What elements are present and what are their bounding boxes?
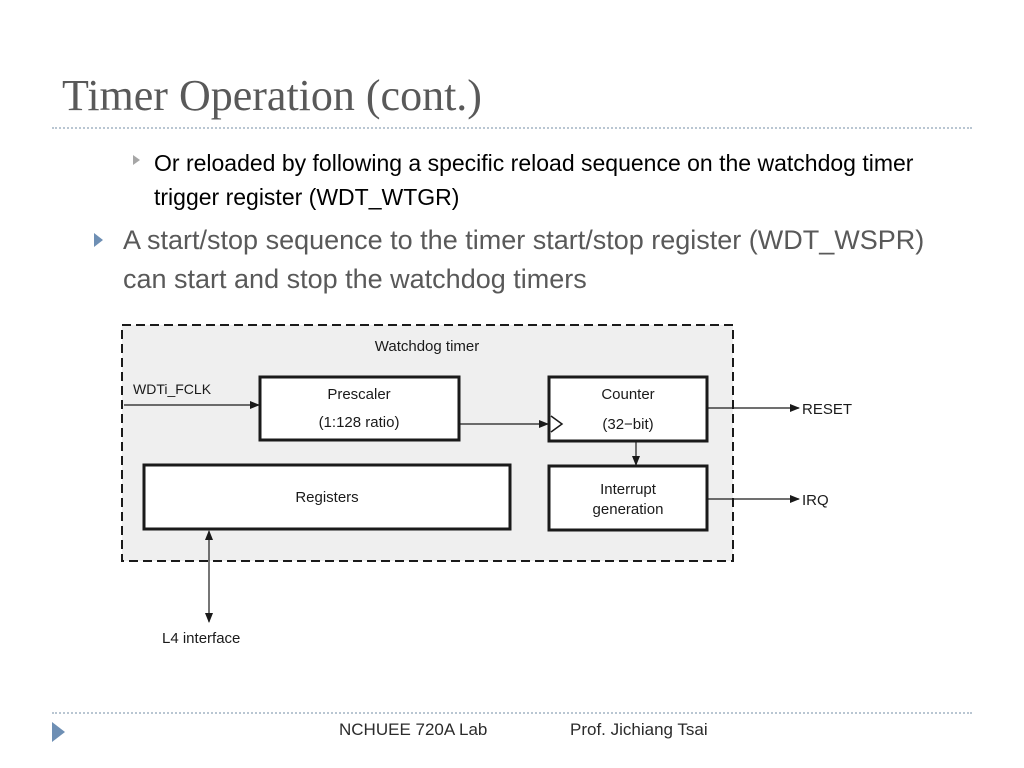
footer-divider [52, 712, 972, 714]
registers-block [142, 463, 512, 531]
registers-label: Registers [295, 489, 358, 506]
clock-input-label: WDTi_FCLK [133, 381, 212, 397]
reset-label: RESET [802, 401, 852, 418]
prescaler-block [258, 375, 461, 442]
sub-bullet-text: Or reloaded by following a specific relo… [154, 150, 914, 210]
bullet-arrow-icon [133, 155, 140, 165]
watchdog-label: Watchdog timer [375, 338, 479, 355]
interrupt-block [547, 464, 709, 532]
footer-arrow-icon [52, 722, 65, 742]
sub-bullet: Or reloaded by following a specific relo… [133, 146, 973, 214]
prescaler-label: Prescaler [327, 386, 390, 403]
slide-title: Timer Operation (cont.) [62, 71, 482, 120]
interrupt-label-line1: Interrupt [600, 481, 657, 498]
main-bullet-text: A start/stop sequence to the timer start… [123, 225, 925, 294]
interrupt-label-line2: generation [593, 501, 664, 518]
prescaler-ratio: (1:128 ratio) [319, 414, 400, 431]
counter-width: (32−bit) [602, 416, 653, 433]
counter-label: Counter [601, 386, 654, 403]
clock-input-icon [550, 415, 564, 433]
bullet-arrow-icon [94, 233, 103, 247]
counter-block [547, 375, 709, 443]
irq-label: IRQ [802, 492, 829, 509]
main-bullet: A start/stop sequence to the timer start… [94, 221, 974, 299]
footer-lab: NCHUEE 720A Lab [339, 720, 488, 739]
title-divider [52, 127, 972, 129]
footer-author: Prof. Jichiang Tsai [570, 720, 708, 739]
l4-interface-label: L4 interface [162, 630, 240, 647]
